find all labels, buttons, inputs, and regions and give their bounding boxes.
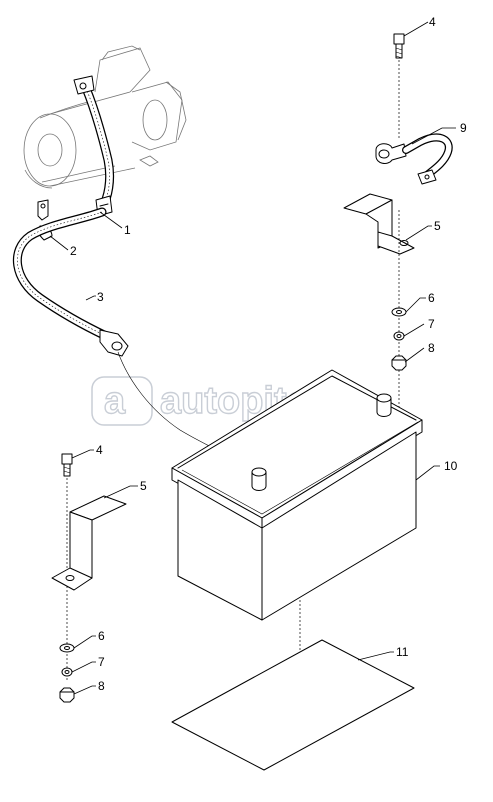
positive-terminal-cable (375, 133, 453, 185)
callout-5-bottom: 5 (140, 479, 147, 493)
watermark-logo: a (104, 380, 126, 422)
positive-cable (73, 75, 115, 217)
callout-4-bottom: 4 (96, 443, 103, 457)
battery-tray-pad (171, 639, 415, 771)
callout-10: 10 (444, 459, 458, 473)
hold-down-bracket-bottom (51, 495, 127, 591)
callout-8-bottom: 8 (98, 679, 105, 693)
callout-6-top: 6 (428, 291, 435, 305)
callout-9: 9 (460, 121, 467, 135)
battery (171, 369, 423, 700)
callout-6-bottom: 6 (98, 629, 105, 643)
hardware-stack-top (391, 307, 407, 371)
callout-8-top: 8 (428, 341, 435, 355)
callout-labels: 1 2 3 4 5 6 7 8 9 10 4 5 6 7 8 11 (70, 15, 467, 693)
callout-3: 3 (97, 290, 104, 304)
negative-cable (12, 207, 256, 471)
callout-2: 2 (70, 244, 77, 258)
callout-7-bottom: 7 (98, 655, 105, 669)
callout-1: 1 (124, 223, 131, 237)
hardware-stack-bottom (59, 643, 75, 703)
bolt-top (393, 33, 405, 140)
callout-7-top: 7 (428, 317, 435, 331)
leader-lines (49, 21, 456, 695)
callout-5-top: 5 (434, 219, 441, 233)
callout-4-top: 4 (429, 15, 436, 29)
callout-11: 11 (396, 645, 409, 659)
